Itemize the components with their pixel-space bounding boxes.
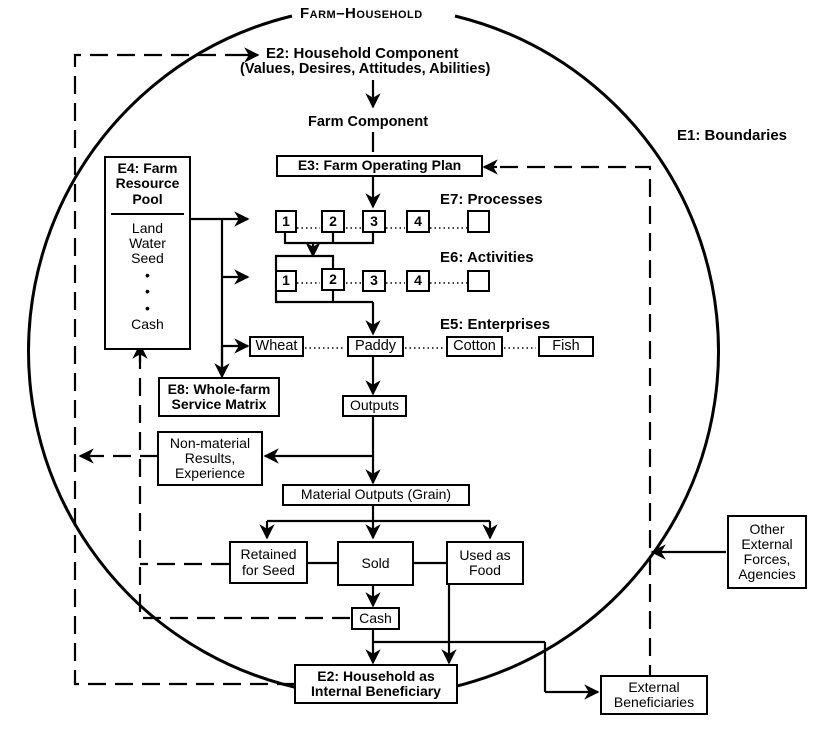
activity-box-empty[interactable] bbox=[467, 270, 490, 292]
activity-box[interactable]: 4 bbox=[406, 270, 430, 292]
resource-pool-title-line: Resource bbox=[115, 175, 180, 192]
ellipsis-dot: • bbox=[145, 300, 150, 317]
other-forces-line: Agencies bbox=[738, 566, 796, 583]
process-box[interactable]: 4 bbox=[406, 210, 430, 233]
material-outputs-box[interactable]: Material Outputs (Grain) bbox=[282, 484, 470, 506]
ellipsis-dot: • bbox=[145, 283, 150, 300]
resource-pool-items: Land Water Seed • • • Cash bbox=[106, 221, 189, 332]
used-food-line: Food bbox=[469, 562, 501, 578]
other-forces-line: External bbox=[741, 535, 793, 552]
retained-for-seed-box[interactable]: Retained for Seed bbox=[229, 541, 308, 584]
retained-line: for Seed bbox=[242, 561, 295, 578]
enterprise-paddy[interactable]: Paddy bbox=[347, 336, 404, 357]
household-component-label: E2: Household Component bbox=[266, 45, 459, 62]
enterprise-cotton[interactable]: Cotton bbox=[446, 336, 503, 357]
service-matrix-line: E8: Whole-farm bbox=[167, 380, 271, 397]
boundaries-label: E1: Boundaries bbox=[677, 127, 788, 144]
ellipsis-dot: • bbox=[145, 266, 150, 283]
activity-box[interactable]: 2 bbox=[321, 268, 345, 291]
external-beneficiaries-line: Beneficiaries bbox=[613, 694, 695, 710]
non-material-line: Experience bbox=[174, 465, 246, 482]
used-food-line: Used as bbox=[459, 546, 511, 563]
household-attributes-label: (Values, Desires, Attitudes, Abilities) bbox=[240, 61, 491, 77]
feedback-external-to-plan bbox=[484, 165, 652, 683]
process-box-empty[interactable] bbox=[467, 210, 490, 233]
process-box[interactable]: 1 bbox=[275, 210, 297, 233]
activity-box[interactable]: 3 bbox=[362, 270, 386, 292]
non-material-line: Results, bbox=[184, 449, 236, 466]
feedback-cash-to-pool bbox=[138, 355, 350, 620]
resource-pool-box[interactable]: E4: Farm Resource Pool Land Water Seed •… bbox=[104, 156, 191, 350]
outputs-box[interactable]: Outputs bbox=[342, 395, 407, 417]
retained-line: Retained bbox=[240, 546, 297, 563]
processes-bracket bbox=[283, 233, 375, 245]
feedback-household-loop bbox=[73, 53, 295, 686]
non-material-line: Non-material bbox=[169, 434, 251, 451]
non-material-results-box[interactable]: Non-material Results, Experience bbox=[157, 431, 263, 486]
farm-operating-plan-box[interactable]: E3: Farm Operating Plan bbox=[276, 155, 483, 177]
service-matrix-box[interactable]: E8: Whole-farm Service Matrix bbox=[158, 377, 280, 417]
enterprise-wheat[interactable]: Wheat bbox=[249, 336, 304, 357]
resource-item-seed: Seed bbox=[131, 250, 164, 267]
other-external-forces-box[interactable]: Other External Forces, Agencies bbox=[727, 515, 807, 589]
internal-beneficiary-box[interactable]: E2: Household as Internal Beneficiary bbox=[294, 664, 458, 704]
service-matrix-line: Service Matrix bbox=[171, 396, 267, 412]
sold-box[interactable]: Sold bbox=[337, 541, 414, 586]
diagram-title: Farm–Household bbox=[300, 5, 423, 22]
activity-box[interactable]: 1 bbox=[275, 270, 297, 292]
resource-pool-title: E4: Farm Resource Pool bbox=[106, 158, 189, 211]
enterprise-fish[interactable]: Fish bbox=[538, 336, 594, 357]
cash-box[interactable]: Cash bbox=[351, 607, 400, 630]
used-as-food-box[interactable]: Used as Food bbox=[446, 541, 524, 585]
other-forces-line: Other bbox=[749, 520, 785, 537]
external-beneficiaries-line: External bbox=[628, 678, 680, 695]
other-forces-line: Forces, bbox=[743, 551, 791, 567]
internal-beneficiary-line: E2: Household as bbox=[317, 667, 435, 684]
process-box[interactable]: 2 bbox=[321, 210, 345, 233]
resource-item-land: Land bbox=[131, 220, 164, 237]
process-box[interactable]: 3 bbox=[362, 210, 386, 233]
processes-label: E7: Processes bbox=[440, 191, 543, 208]
resource-pool-title-line: E4: Farm bbox=[117, 160, 178, 176]
resource-pool-title-line: Pool bbox=[132, 190, 163, 207]
farm-component-label: Farm Component bbox=[308, 114, 429, 130]
enterprises-label: E5: Enterprises bbox=[440, 316, 551, 333]
external-beneficiaries-box[interactable]: External Beneficiaries bbox=[600, 675, 708, 715]
activities-label: E6: Activities bbox=[440, 249, 534, 266]
resource-pool-divider bbox=[111, 213, 184, 216]
resource-item-water: Water bbox=[129, 235, 166, 252]
internal-beneficiary-line: Internal Beneficiary bbox=[311, 683, 441, 699]
resource-item-cash: Cash bbox=[131, 315, 164, 332]
